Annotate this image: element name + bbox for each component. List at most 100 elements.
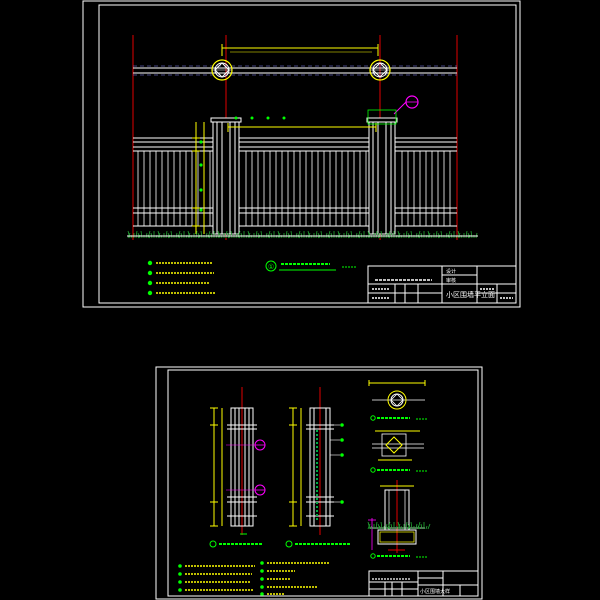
grass-blade <box>320 230 323 239</box>
view-title-symbol: ① <box>268 263 274 271</box>
grass-blade <box>427 230 431 239</box>
grass-blade <box>377 523 381 530</box>
sheet-2-inner-border <box>167 369 479 597</box>
grass-blade <box>457 230 461 239</box>
section-mark-a1 <box>254 439 266 451</box>
grass-blade <box>230 230 233 239</box>
grass-blade <box>385 523 388 530</box>
grass-blade <box>367 230 371 239</box>
grass-blade <box>157 230 161 239</box>
post-detail-b <box>285 387 350 548</box>
fence-pickets <box>137 151 451 226</box>
grass-blade <box>290 230 293 239</box>
grass-blade <box>405 230 408 239</box>
title-block-1 <box>367 265 517 304</box>
grass-blade <box>217 230 221 239</box>
grass-blade <box>465 230 468 239</box>
grass-blade <box>260 230 263 239</box>
rail-joint-detail <box>370 430 428 473</box>
grass-blade <box>135 230 138 239</box>
grass-blade <box>380 521 383 530</box>
grass-blade <box>350 230 353 239</box>
grass-blade <box>247 230 251 239</box>
grass-blade <box>297 230 301 239</box>
grass-hatch <box>127 230 478 239</box>
plan-post-right <box>369 59 391 81</box>
grass-blade <box>397 521 401 530</box>
section-mark-a2 <box>254 484 266 496</box>
grass-blade <box>285 230 288 239</box>
sheet-2-notes <box>178 561 330 596</box>
view-title: ① <box>265 260 356 272</box>
sheet-1-outer-border <box>82 0 521 308</box>
grass-blade <box>410 521 413 530</box>
grass-blade <box>357 230 361 239</box>
plan-post-left <box>211 59 233 81</box>
fence-post-right <box>366 117 398 235</box>
plan-view <box>133 44 457 81</box>
drawing-name-1: 小区围墙平立面 <box>446 290 495 299</box>
grass-blade <box>410 230 413 239</box>
grass-blade <box>415 523 418 530</box>
grass-blade <box>237 230 241 239</box>
grass-blade <box>165 230 168 239</box>
grass-blade <box>337 230 341 239</box>
grass-blade <box>405 521 408 530</box>
grass-blade <box>187 230 191 239</box>
grass-blade <box>390 523 393 530</box>
grass-blade <box>127 230 131 239</box>
fence-post-left <box>210 117 242 235</box>
grass-blade <box>387 525 391 530</box>
sheet-2-outer-border <box>155 366 483 600</box>
checker-label: 审核 <box>446 277 456 284</box>
grass-blade <box>375 230 378 239</box>
grass-blade <box>307 230 311 239</box>
grass-blade <box>447 230 451 239</box>
grass-blade <box>147 230 151 239</box>
grass-blade <box>277 230 281 239</box>
grass-blade <box>380 230 383 239</box>
post-cap-plan <box>368 380 428 421</box>
grass-blade <box>420 523 423 530</box>
detail-callout-marker <box>393 95 419 115</box>
grass-blade <box>315 230 318 239</box>
grass-blade <box>367 521 371 530</box>
grass-blade <box>327 230 331 239</box>
grass-blade <box>370 525 373 530</box>
grass-blade <box>170 230 173 239</box>
grass-blade <box>407 523 411 530</box>
grass-blade <box>255 230 258 239</box>
elevation-view <box>127 95 478 239</box>
grass-blade <box>400 525 403 530</box>
grass-blade <box>387 521 391 530</box>
title-block-2 <box>368 570 479 597</box>
grass-blade <box>195 230 198 239</box>
grass-blade <box>417 230 421 239</box>
sheet-2: 小区围墙大样 <box>155 366 483 600</box>
grass-blade <box>397 230 401 239</box>
grass-blade <box>387 230 391 239</box>
grass-blade <box>395 525 398 530</box>
footing-grass-hatch <box>367 521 431 530</box>
grass-blade <box>207 230 211 239</box>
grass-blade <box>267 230 271 239</box>
grass-blade <box>225 230 228 239</box>
designer-label: 设计 <box>446 268 456 275</box>
grass-blade <box>425 525 428 530</box>
post-footing-detail <box>367 480 431 559</box>
material-notes <box>147 260 216 296</box>
grass-blade <box>417 521 421 530</box>
sheet-1: ① 设计 审核 小区围墙平立面 <box>82 0 521 308</box>
grass-blade <box>440 230 443 239</box>
grass-blade <box>435 230 438 239</box>
grass-blade <box>177 230 181 239</box>
grass-blade <box>140 230 143 239</box>
grass-blade <box>375 521 378 530</box>
post-detail-a <box>209 387 266 548</box>
sheet-1-inner-border <box>98 4 517 304</box>
grass-blade <box>200 230 203 239</box>
grass-blade <box>345 230 348 239</box>
grass-blade <box>427 523 431 530</box>
grass-blade <box>417 525 421 530</box>
